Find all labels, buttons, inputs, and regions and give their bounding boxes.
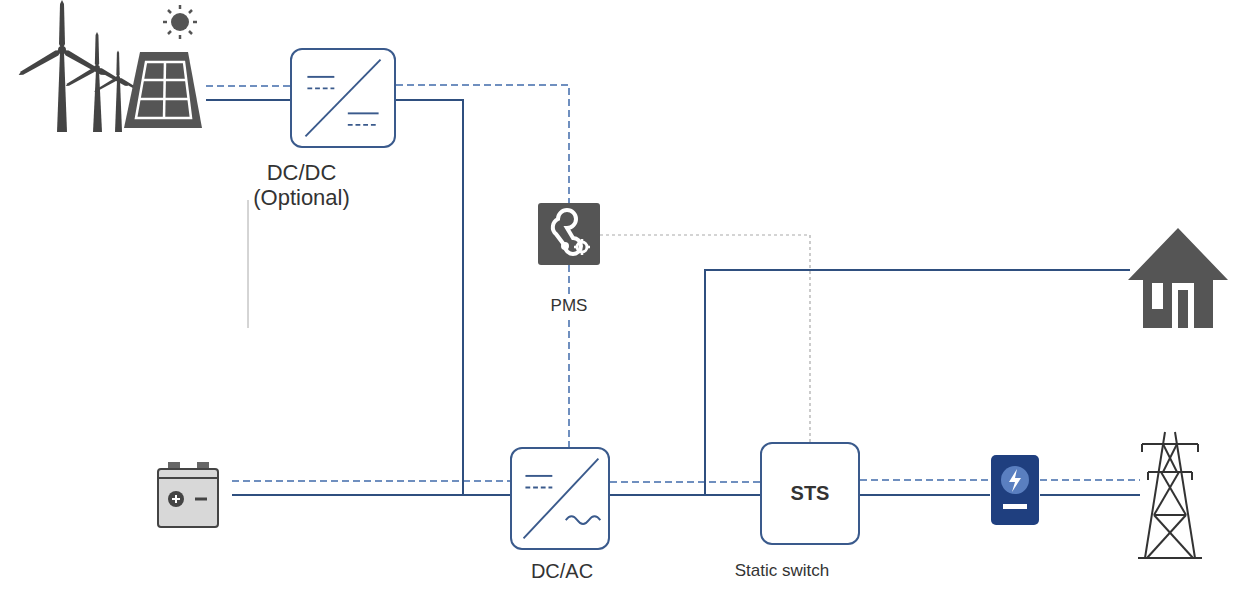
battery-icon [158,462,218,527]
sts-text: STS [791,482,830,505]
inverter-box: DC/AC [510,447,610,550]
converter-label: DC/DC (Optional) [244,160,359,211]
meter-icon [991,455,1039,525]
tower-icon [1138,432,1202,558]
pms-label: PMS [548,295,591,317]
pms-box: PMS [538,203,600,265]
static-switch-box: STSStatic switch [760,442,860,545]
static-switch-label: Static switch [735,561,829,581]
dc-link-wire [396,100,510,495]
control-link [600,235,810,442]
house-icon [1128,228,1228,328]
solar-panel [124,5,202,128]
control-link [568,265,570,447]
inverter-label: DC/AC [531,560,593,583]
ac-wire [610,494,760,496]
converter-box: DC/DC (Optional) [290,48,396,148]
control-link [396,85,569,203]
wind-turbine [17,0,142,132]
